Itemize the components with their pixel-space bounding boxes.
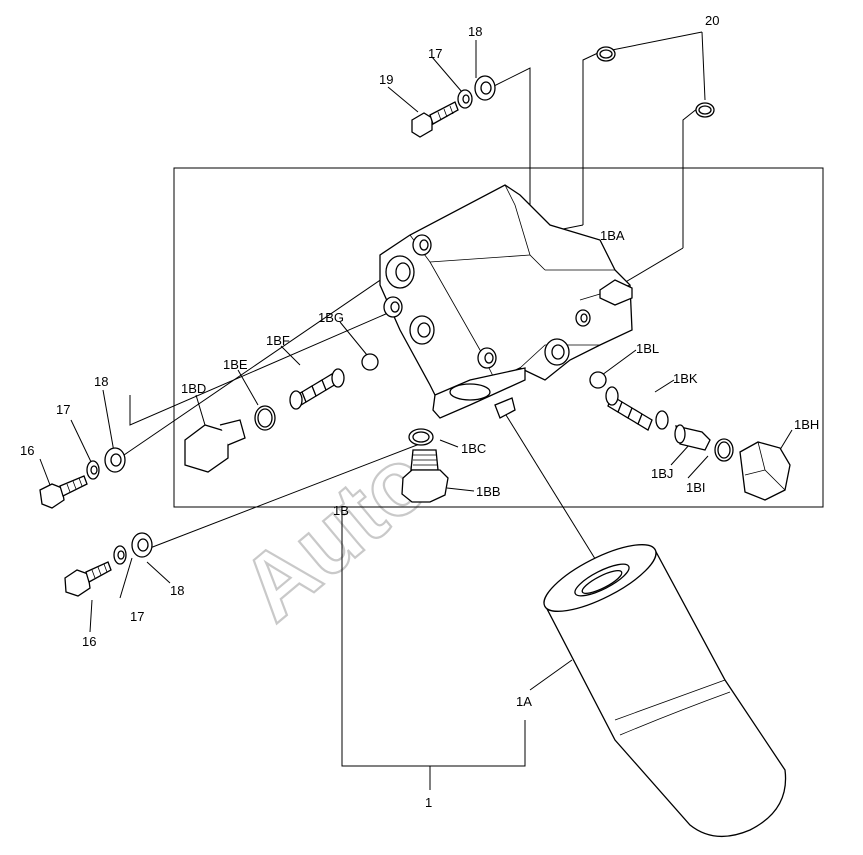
filter-head-housing bbox=[379, 184, 633, 419]
washer-17-bottom bbox=[113, 545, 127, 565]
ball-1BL bbox=[589, 371, 607, 389]
label-19: 19 bbox=[379, 72, 393, 87]
label-1BJ: 1BJ bbox=[651, 466, 673, 481]
o-ring-20-upper bbox=[596, 46, 616, 62]
label-17-top: 17 bbox=[428, 46, 442, 61]
label-1: 1 bbox=[425, 795, 432, 810]
washer-17-top bbox=[457, 89, 473, 109]
bolt-19 bbox=[411, 101, 459, 138]
o-ring-1BC bbox=[408, 428, 434, 446]
o-ring-20-lower bbox=[695, 102, 715, 118]
washer-17-middle bbox=[86, 460, 100, 480]
washer-18-top bbox=[474, 75, 496, 101]
spring-1BK bbox=[605, 386, 669, 431]
bolt-16-bottom bbox=[64, 561, 112, 597]
label-18-middle: 18 bbox=[94, 374, 108, 389]
o-ring-1BI bbox=[714, 438, 734, 462]
label-1BD: 1BD bbox=[181, 381, 206, 396]
plug-1BD bbox=[184, 419, 246, 473]
bolt-16-middle bbox=[39, 475, 88, 509]
label-1BH: 1BH bbox=[794, 417, 819, 432]
adapter-1BB bbox=[401, 449, 449, 503]
label-1A: 1A bbox=[516, 694, 532, 709]
subassembly-frame bbox=[173, 167, 824, 508]
plug-1BH bbox=[739, 441, 791, 501]
label-16-middle: 16 bbox=[20, 443, 34, 458]
label-1BG: 1BG bbox=[318, 310, 344, 325]
label-20: 20 bbox=[705, 13, 719, 28]
label-18-top: 18 bbox=[468, 24, 482, 39]
label-1BI: 1BI bbox=[686, 480, 706, 495]
ball-1BG bbox=[361, 353, 379, 371]
label-16-bottom: 16 bbox=[82, 634, 96, 649]
washer-18-bottom bbox=[131, 532, 153, 558]
label-1BL: 1BL bbox=[636, 341, 659, 356]
label-1BA: 1BA bbox=[600, 228, 625, 243]
label-1BF: 1BF bbox=[266, 333, 290, 348]
label-1BC: 1BC bbox=[461, 441, 486, 456]
label-18-bottom: 18 bbox=[170, 583, 184, 598]
label-17-middle: 17 bbox=[56, 402, 70, 417]
label-17-bottom: 17 bbox=[130, 609, 144, 624]
o-ring-1BE bbox=[254, 405, 276, 431]
filter-cartridge-1A bbox=[543, 544, 787, 838]
leader-lines bbox=[39, 31, 793, 790]
label-1BB: 1BB bbox=[476, 484, 501, 499]
label-1BE: 1BE bbox=[223, 357, 248, 372]
label-1BK: 1BK bbox=[673, 371, 698, 386]
label-1B: 1B bbox=[333, 503, 349, 518]
washer-18-middle bbox=[104, 447, 126, 473]
spring-1BF bbox=[289, 368, 345, 410]
piston-1BJ bbox=[674, 424, 711, 451]
